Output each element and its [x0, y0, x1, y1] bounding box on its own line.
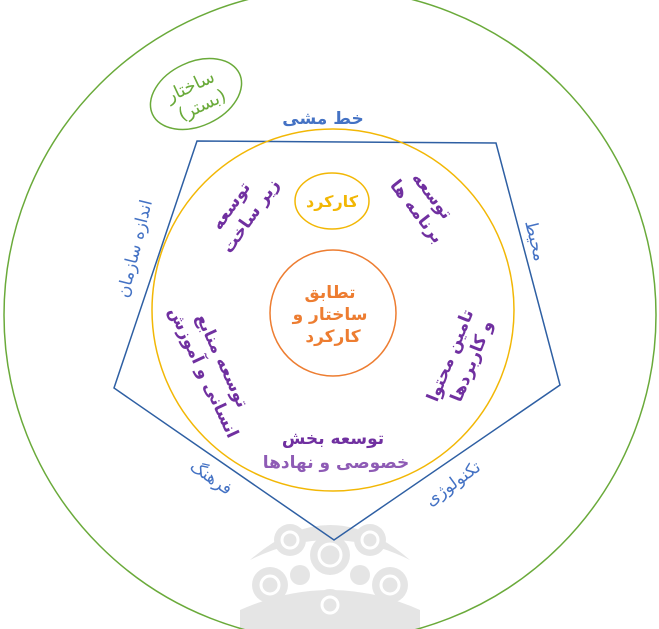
culture-label: فرهنگ [186, 455, 236, 499]
content-label: تامین محتوا و کاربردها [423, 301, 501, 413]
outer-context-circle [3, 0, 657, 629]
technology-label: تکنولوژی [421, 457, 484, 511]
center-label-line-3: کارکرد [305, 327, 360, 347]
center-label-line-2: ساختار و [292, 305, 368, 325]
environment-label: محیط [520, 218, 549, 263]
function-circle [151, 128, 515, 492]
function-ellipse [294, 172, 370, 230]
center-circle [269, 249, 397, 377]
human-resources-label: توسعه منابع انسانی و آموزش [164, 295, 262, 442]
private-sector-label: توسعه بخش خصوصی و نهادها [263, 429, 410, 473]
structure-label: ساختار (بستر) [162, 64, 233, 128]
center-label-line-1: تطابق [305, 283, 356, 303]
function-label: کارکرد [306, 192, 359, 211]
private-sector-line-1: توسعه بخش [282, 429, 384, 449]
watermark-emblem [240, 524, 420, 629]
structure-ellipse [149, 57, 243, 131]
center-label: تطابق ساختار و کارکرد [292, 283, 374, 347]
organization-size-label: اندازه سازمان [113, 198, 157, 300]
infrastructure-label: توسعه زیر ساخت [200, 163, 284, 258]
watermark-lattice [259, 530, 401, 615]
private-sector-line-2: خصوصی و نهادها [263, 453, 410, 473]
context-pentagon [113, 140, 561, 541]
policy-label: خط مشی [282, 109, 363, 129]
programs-label: توسعه برنامه ها [385, 163, 464, 248]
